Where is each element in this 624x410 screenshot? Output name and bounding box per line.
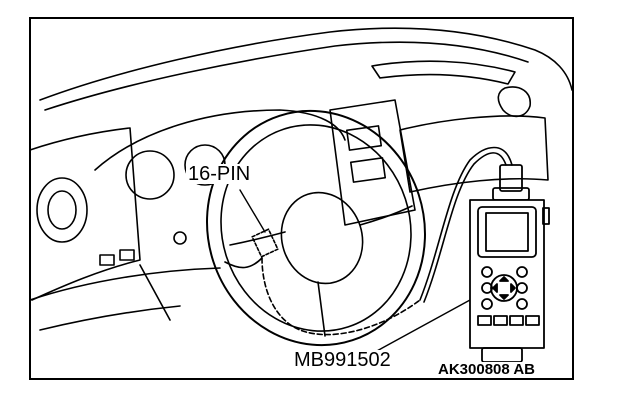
- scan-tool-dpad-down: [499, 294, 509, 300]
- center-console: [329, 99, 416, 226]
- steering-spoke-bottom: [317, 281, 326, 337]
- steering-spoke-right: [359, 205, 413, 226]
- steering-spoke-left: [229, 231, 286, 246]
- scan-tool-dpad-up: [499, 276, 509, 282]
- scan-tool-key: [481, 282, 493, 294]
- lower-knob: [173, 231, 187, 245]
- tool-label: MB991502: [292, 349, 393, 371]
- scan-tool-dpad-right: [510, 283, 516, 293]
- figure-id: AK300808 AB: [438, 361, 535, 378]
- dashboard-top-edge: [39, 27, 573, 101]
- scan-tool-screen-bezel: [477, 206, 537, 258]
- connector-leader-line: [239, 189, 266, 233]
- cable-connector-side: [224, 257, 263, 269]
- scan-tool-screen: [485, 212, 529, 252]
- scan-tool-key: [481, 298, 493, 310]
- lower-switch-1: [99, 254, 115, 266]
- defroster-vent: [371, 60, 516, 85]
- dashboard-top-edge-inner: [44, 41, 529, 111]
- steering-wheel-outer: [206, 109, 426, 347]
- cable-to-tool: [419, 146, 513, 301]
- scan-tool-soft-key: [525, 315, 540, 326]
- scan-tool-soft-key: [493, 315, 508, 326]
- scan-tool-soft-key: [509, 315, 524, 326]
- instrument-cluster-hood: [94, 109, 346, 171]
- left-air-vent-inner: [47, 190, 77, 230]
- speedometer: [125, 150, 175, 200]
- scan-tool-dpad: [490, 274, 518, 302]
- scan-tool: [469, 164, 550, 363]
- center-vent-1: [345, 125, 383, 151]
- steering-wheel-inner: [220, 124, 412, 332]
- scan-tool-soft-key: [477, 315, 492, 326]
- dash-right-vent: [497, 86, 531, 118]
- scan-tool-dpad-left: [492, 283, 498, 293]
- scan-tool-bottom-connector: [481, 347, 523, 363]
- lower-dash: [29, 264, 221, 331]
- scan-tool-side-button: [542, 207, 550, 225]
- scan-tool-key: [516, 298, 528, 310]
- scan-tool-plug-collar: [492, 187, 530, 201]
- lower-switch-2: [119, 249, 135, 261]
- scan-tool-plug: [499, 164, 523, 192]
- scan-tool-key: [481, 266, 493, 278]
- tool-leader-line: [374, 299, 471, 353]
- steering-hub: [280, 191, 364, 285]
- cable-to-tool-2: [423, 152, 507, 303]
- scan-tool-key: [516, 266, 528, 278]
- diagnostic-connector: [251, 228, 279, 258]
- center-vent-2: [349, 157, 387, 183]
- dash-right-panel: [399, 115, 549, 193]
- connector-label: 16-PIN: [186, 163, 253, 185]
- left-air-vent: [36, 177, 88, 243]
- dash-left-panel: [29, 127, 141, 301]
